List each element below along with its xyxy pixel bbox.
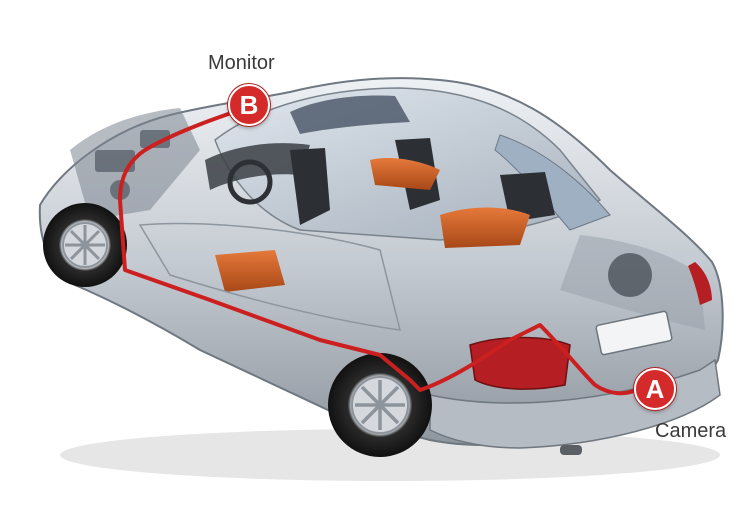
tail-light (470, 338, 570, 390)
monitor-marker: B (228, 84, 270, 126)
front-wheel (43, 203, 127, 287)
camera-label: Camera (655, 420, 726, 443)
monitor-label: Monitor (208, 52, 275, 75)
exhaust-pipe (560, 445, 582, 455)
camera-marker: A (634, 368, 676, 410)
spare-wheel (608, 253, 652, 297)
rear-wheel (328, 353, 432, 457)
